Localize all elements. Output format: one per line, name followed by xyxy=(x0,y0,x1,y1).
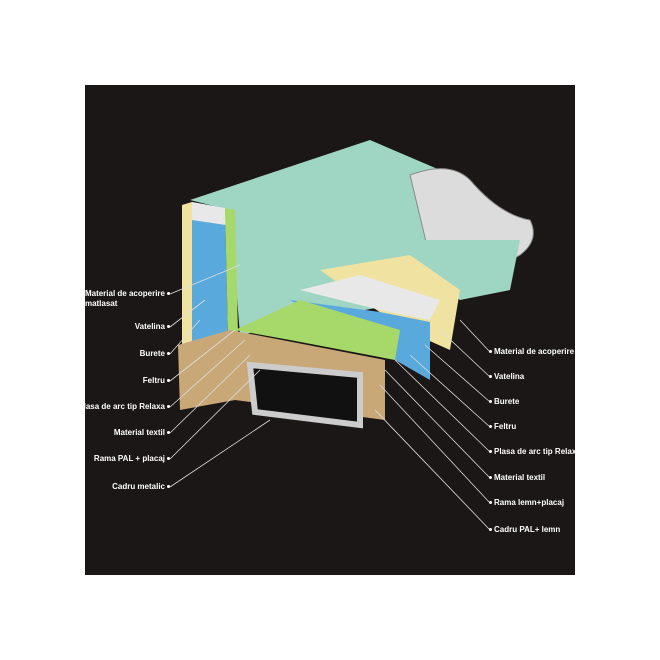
back-dots xyxy=(192,202,226,225)
back-felt xyxy=(182,202,192,348)
seat-springs xyxy=(235,300,400,360)
left-label-vatelina: Vatelina xyxy=(135,322,172,332)
left-label-rama: Rama PAL + placaj xyxy=(94,454,172,464)
metal-frame xyxy=(246,361,363,429)
right-label-feltru: Feltru xyxy=(487,422,516,432)
back-green xyxy=(225,208,238,340)
left-label-feltru: Feltru xyxy=(143,376,172,386)
right-label-textil: Material textil xyxy=(487,473,545,483)
left-label-cadru: Cadru metalic xyxy=(112,482,172,492)
back-foam xyxy=(192,202,228,345)
right-label-cadru: Cadru PAL+ lemn xyxy=(487,525,560,535)
right-label-plasa: Plasa de arc tip Relaxa xyxy=(487,447,581,457)
right-label-rama: Rama lemn+placaj xyxy=(487,498,564,508)
left-label-textil: Material textil xyxy=(114,428,172,438)
right-label-vatelina: Vatelina xyxy=(487,372,524,382)
right-label-burete: Burete xyxy=(487,397,519,407)
left-label-plasa: Plasa de arc tip Relaxa xyxy=(78,402,172,412)
right-label-cover: Material de acoperire xyxy=(487,347,574,357)
leader-lines xyxy=(169,264,491,531)
seat-dots xyxy=(300,275,440,320)
left-label-burete: Burete xyxy=(140,349,172,359)
